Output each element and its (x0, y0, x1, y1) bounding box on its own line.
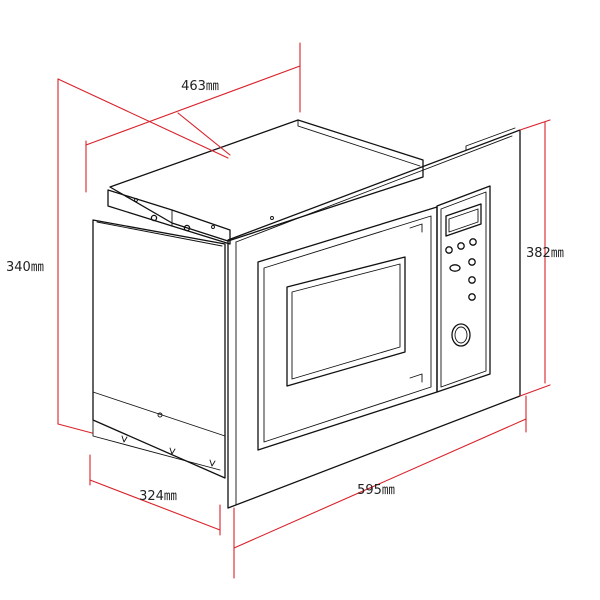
control-button (457, 242, 465, 250)
door-hinge-bottom (409, 373, 423, 383)
foot-notch-1 (121, 435, 128, 443)
control-button (445, 246, 453, 254)
label-depth: 324㎜ (139, 489, 177, 504)
control-button (468, 276, 476, 284)
control-knob (451, 323, 471, 347)
label-frame-height: 382㎜ (526, 246, 564, 261)
side-panel-lower-seam (92, 391, 226, 437)
dimension-lines (57, 42, 551, 579)
dim-ext-height-top (57, 78, 229, 159)
door-inner-border (263, 215, 432, 443)
dim-ext-frame-top (519, 119, 551, 131)
door-hinge-top (409, 223, 423, 233)
control-button (469, 238, 477, 246)
bracket-hole-2 (211, 225, 215, 229)
label-body-height: 340㎜ (6, 260, 44, 275)
control-button (468, 258, 476, 266)
display-window-inner (448, 208, 479, 233)
label-front-width: 595㎜ (357, 483, 395, 498)
front-trim-frame (227, 129, 521, 509)
control-knob-inner (454, 326, 468, 344)
door-window-inner (291, 263, 401, 380)
dim-ext-frame-bottom (519, 384, 551, 397)
bracket-screw-1 (150, 214, 158, 222)
top-hole (270, 216, 274, 220)
microwave-drawing (92, 119, 521, 509)
control-button-oval (449, 264, 461, 272)
bracket-hole-1 (134, 198, 138, 202)
oven-base-foot (92, 419, 221, 471)
label-top-width: 463㎜ (181, 79, 219, 94)
foot-notch-2 (169, 447, 176, 455)
dim-line-top-width (85, 65, 301, 146)
side-screw (157, 412, 163, 418)
oven-left-side-panel (92, 219, 226, 479)
dim-line-front-width (233, 418, 527, 549)
display-window (445, 203, 482, 237)
frame-top-edge (235, 135, 513, 243)
control-button (468, 293, 476, 301)
door-window (286, 256, 406, 387)
dim-leader-top-width (177, 112, 231, 156)
dim-line-depth (89, 479, 221, 531)
frame-top-lip (465, 127, 516, 151)
oven-top-lip (297, 119, 421, 167)
control-buttons (445, 238, 477, 301)
side-panel-inner-edge (96, 221, 223, 247)
oven-door (257, 206, 438, 451)
bracket-screw-2 (183, 224, 191, 232)
dimension-labels: 463㎜ 340㎜ 382㎜ 324㎜ 595㎜ (6, 79, 564, 504)
dim-ext-height-bottom (57, 423, 93, 434)
foot-notch-3 (209, 459, 216, 467)
oven-top-panel (109, 119, 424, 242)
control-panel (436, 185, 491, 393)
control-panel-inner (440, 191, 487, 388)
